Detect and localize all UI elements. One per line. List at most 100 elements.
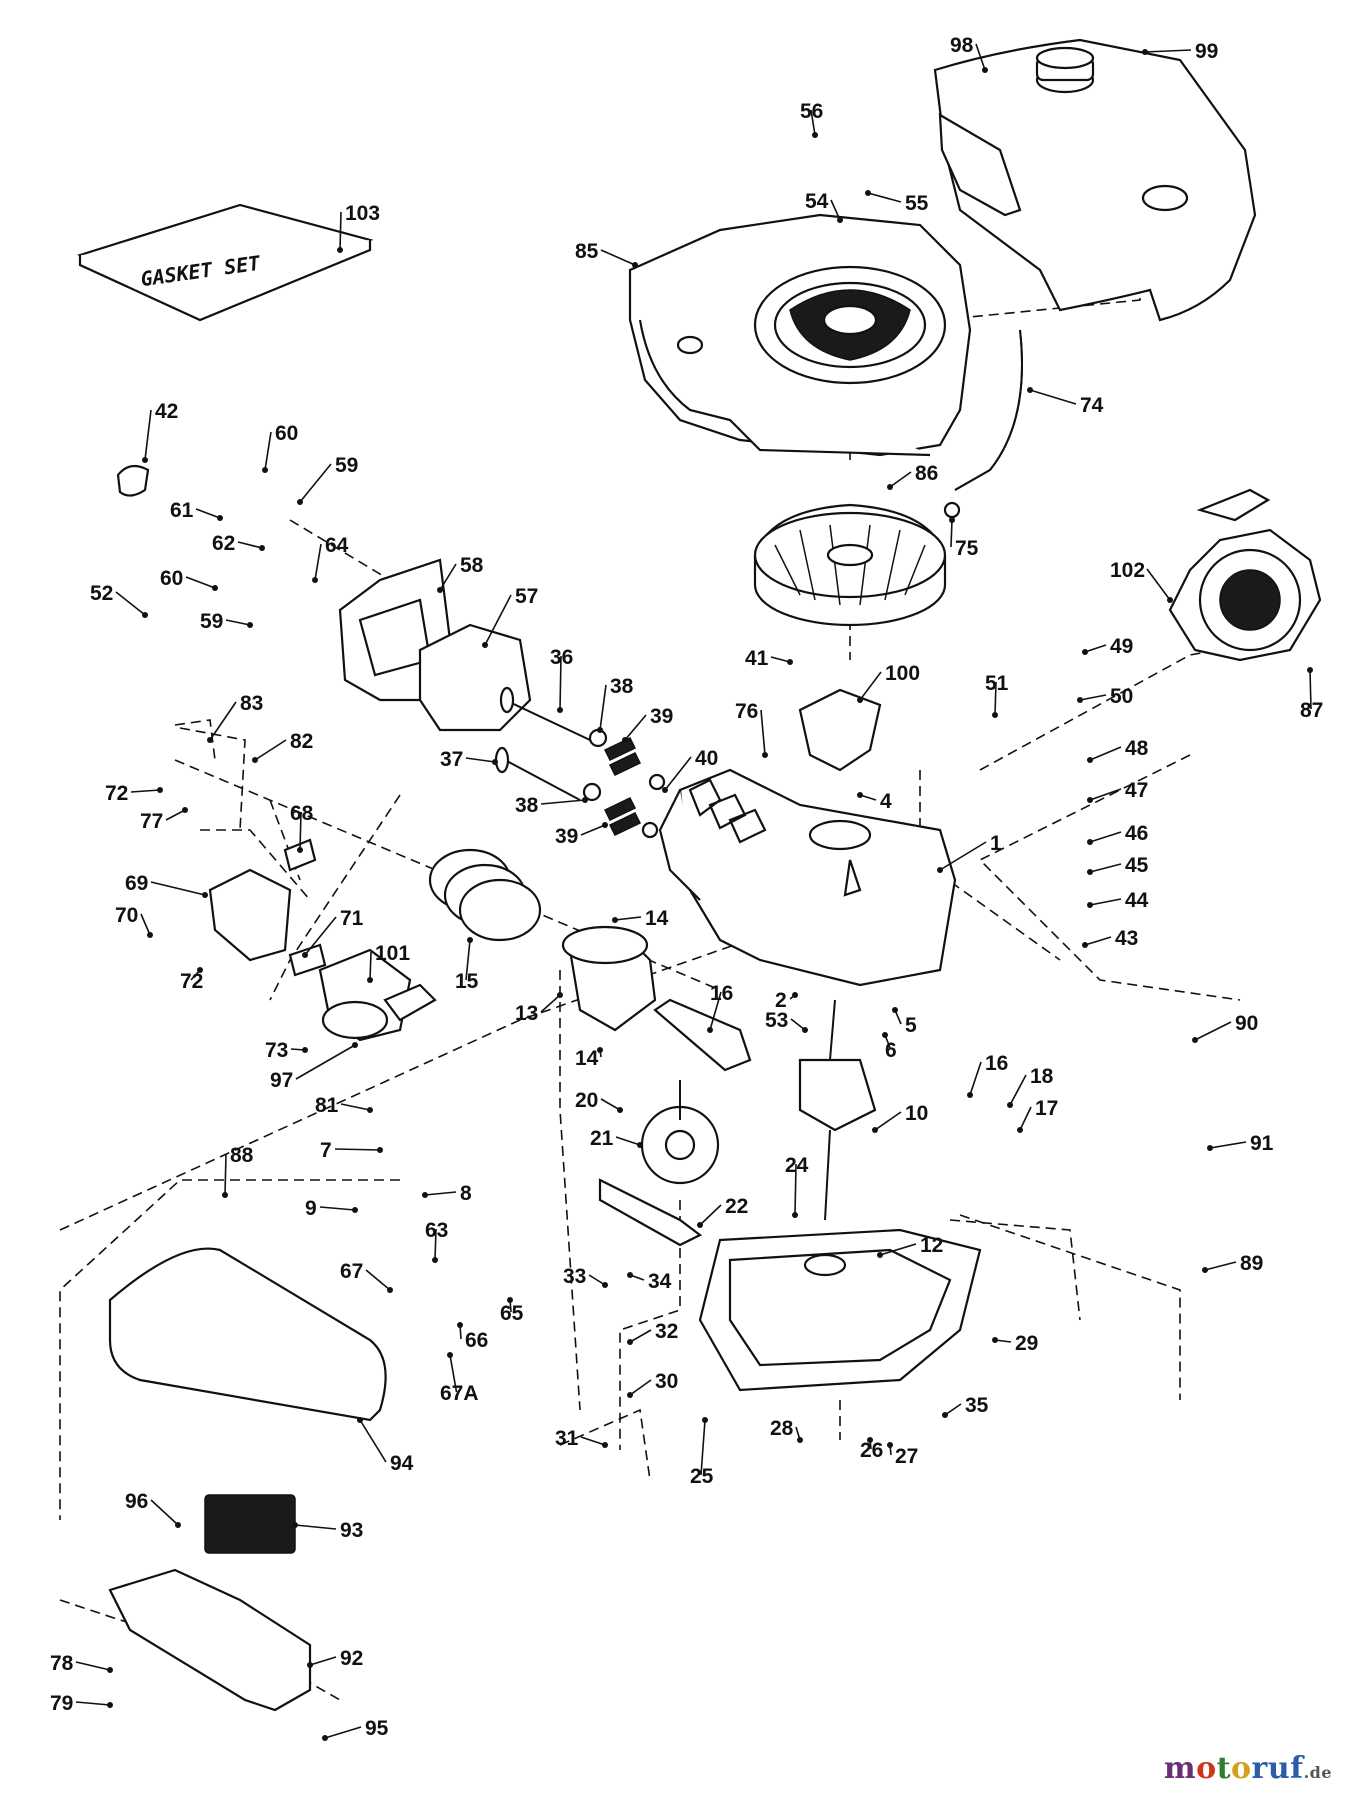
callout-leader-17 xyxy=(1019,1106,1032,1131)
callout-leader-38 xyxy=(540,799,586,805)
callout-label-58: 58 xyxy=(460,554,484,577)
callout-label-12: 12 xyxy=(920,1234,943,1257)
callout-leader-45 xyxy=(1089,863,1122,873)
callout-leader-70 xyxy=(140,913,151,936)
callout-label-77: 77 xyxy=(140,810,163,833)
callout-leader-77 xyxy=(165,809,186,821)
part-57-head-gasket xyxy=(418,623,532,732)
callout-label-88: 88 xyxy=(230,1144,254,1167)
callout-label-98: 98 xyxy=(950,34,974,57)
callout-leader-39 xyxy=(624,714,647,741)
callout-arrowhead-101 xyxy=(367,977,373,983)
callout-arrowhead-43 xyxy=(1082,942,1088,948)
callout-label-91: 91 xyxy=(1250,1132,1274,1155)
callout-leader-50 xyxy=(1079,694,1107,701)
callout-arrowhead-85 xyxy=(632,262,638,268)
callout-leader-31 xyxy=(580,1436,606,1446)
callout-leader-1 xyxy=(939,841,987,871)
callout-leader-86 xyxy=(889,471,912,488)
callout-arrowhead-72 xyxy=(157,787,163,793)
callout-label-68: 68 xyxy=(290,802,314,825)
callout-label-39: 39 xyxy=(555,825,578,848)
callout-leader-48 xyxy=(1089,746,1122,761)
callout-leader-59 xyxy=(299,463,332,503)
callout-leader-97 xyxy=(295,1044,356,1080)
part-101-carburetor xyxy=(318,948,412,1042)
callout-arrowhead-94 xyxy=(357,1417,363,1423)
callout-label-57: 57 xyxy=(515,585,538,608)
callout-leader-61 xyxy=(195,508,221,519)
part-76-ignition-coil xyxy=(798,688,882,772)
part-103-gasket-set: GASKET SET xyxy=(76,203,374,322)
part-39-valve-springs xyxy=(582,728,666,839)
callout-arrowhead-49 xyxy=(1082,649,1088,655)
callout-leader-89 xyxy=(1204,1261,1237,1271)
callout-arrowhead-103 xyxy=(337,247,343,253)
callout-leader-63 xyxy=(434,1228,437,1261)
callout-label-14: 14 xyxy=(575,1047,599,1070)
callout-arrowhead-59 xyxy=(247,622,253,628)
callout-leader-54 xyxy=(830,199,841,221)
callout-label-66: 66 xyxy=(465,1329,488,1352)
callout-leader-68 xyxy=(299,811,302,851)
callout-arrowhead-41 xyxy=(787,659,793,665)
callout-label-64: 64 xyxy=(325,534,349,557)
callout-leader-57 xyxy=(484,594,512,646)
callout-label-28: 28 xyxy=(770,1417,794,1440)
part-16-connecting-rod xyxy=(653,998,752,1072)
callout-arrowhead-88 xyxy=(222,1192,228,1198)
callout-leader-99 xyxy=(1144,49,1192,53)
callout-arrowhead-90 xyxy=(1192,1037,1198,1043)
callout-leader-83 xyxy=(209,701,237,741)
callout-label-96: 96 xyxy=(125,1490,148,1513)
callout-arrowhead-97 xyxy=(352,1042,358,1048)
callout-leader-88 xyxy=(224,1153,227,1196)
callout-leader-22 xyxy=(699,1204,722,1226)
callout-arrowhead-16 xyxy=(707,1027,713,1033)
callout-label-95: 95 xyxy=(365,1717,389,1740)
callout-label-18: 18 xyxy=(1030,1065,1054,1088)
callout-label-14: 14 xyxy=(645,907,669,930)
part-102-rewind-starter xyxy=(1168,488,1322,662)
callout-arrowhead-68 xyxy=(297,847,303,853)
callout-arrowhead-21 xyxy=(637,1142,643,1148)
callout-label-6: 6 xyxy=(885,1039,897,1062)
callout-label-60: 60 xyxy=(275,422,298,445)
callout-label-17: 17 xyxy=(1035,1097,1058,1120)
callout-label-54: 54 xyxy=(805,190,829,213)
callout-label-45: 45 xyxy=(1125,854,1149,877)
part-75-clip xyxy=(943,501,961,519)
callout-leader-94 xyxy=(359,1419,387,1463)
callout-leader-100 xyxy=(859,671,882,701)
callout-label-97: 97 xyxy=(270,1069,293,1092)
part-69-intake xyxy=(208,868,292,962)
callout-label-37: 37 xyxy=(440,748,463,771)
part-25-crankcase-base xyxy=(698,1228,982,1392)
callout-label-76: 76 xyxy=(735,700,758,723)
callout-arrowhead-26 xyxy=(867,1437,873,1443)
callout-label-22: 22 xyxy=(725,1195,748,1218)
callout-label-67: 67 xyxy=(340,1260,363,1283)
callout-leader-85 xyxy=(600,249,636,266)
callout-label-21: 21 xyxy=(590,1127,614,1150)
callout-arrowhead-78 xyxy=(107,1667,113,1673)
callout-label-32: 32 xyxy=(655,1320,678,1343)
callout-leader-75 xyxy=(950,519,953,548)
callout-leader-78 xyxy=(75,1661,111,1671)
callout-leader-35 xyxy=(944,1403,962,1416)
callout-label-62: 62 xyxy=(212,532,235,555)
callout-arrowhead-54 xyxy=(837,217,843,223)
callout-label-60: 60 xyxy=(160,567,183,590)
callout-label-75: 75 xyxy=(955,537,979,560)
callout-label-90: 90 xyxy=(1235,1012,1258,1035)
callout-arrowhead-52 xyxy=(142,612,148,618)
callout-label-94: 94 xyxy=(390,1452,414,1475)
callout-leader-87 xyxy=(1309,669,1312,710)
callout-arrowhead-12 xyxy=(877,1252,883,1258)
callout-arrowhead-70 xyxy=(147,932,153,938)
callout-arrowhead-60 xyxy=(212,585,218,591)
callout-label-55: 55 xyxy=(905,192,929,215)
callout-leader-38 xyxy=(599,684,607,731)
callout-label-33: 33 xyxy=(563,1265,586,1288)
